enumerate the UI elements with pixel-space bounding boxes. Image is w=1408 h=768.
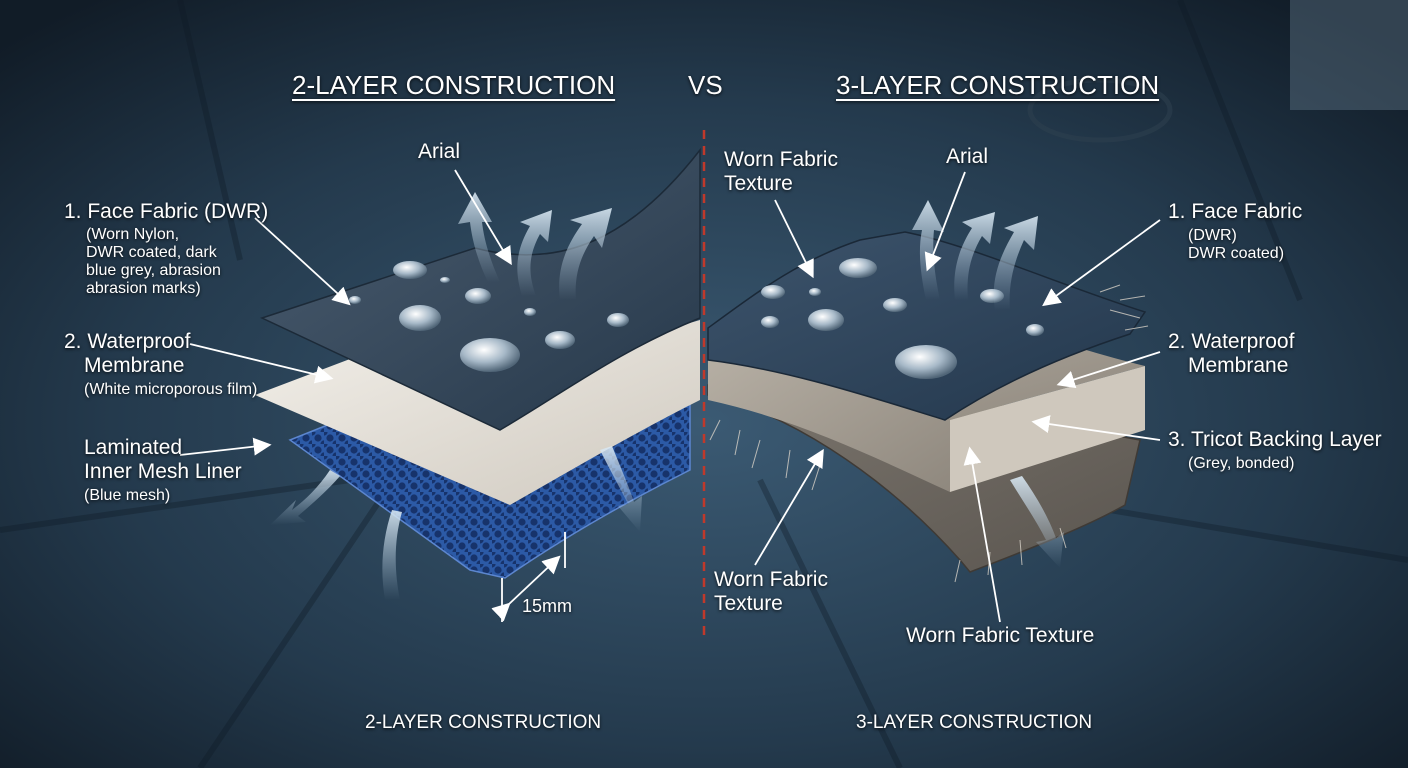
right-face-fabric-title: 1. Face Fabric bbox=[1168, 200, 1303, 223]
right-worn-top-1: Worn Fabric bbox=[724, 148, 838, 171]
leader-arial-left bbox=[454, 169, 512, 266]
right-worn-top-callout: Worn Fabric Texture bbox=[724, 148, 838, 196]
leader-membrane-left bbox=[189, 343, 334, 384]
left-mesh-title-1: Laminated bbox=[84, 436, 183, 459]
breathability-arrows-left bbox=[270, 192, 642, 600]
left-membrane-callout: 2. Waterproof Membrane (White microporou… bbox=[64, 330, 257, 399]
left-membrane-title-1: 2. Waterproof bbox=[64, 330, 191, 353]
right-construction-title: 3-LAYER CONSTRUCTION bbox=[836, 70, 1160, 100]
left-face-fabric-detail-3: blue grey, abrasion bbox=[86, 262, 221, 279]
leader-worn-mid bbox=[754, 448, 824, 566]
right-worn-mid-2: Texture bbox=[714, 592, 783, 615]
right-tricot-callout: 3. Tricot Backing Layer (Grey, bonded) bbox=[1168, 428, 1382, 473]
left-face-fabric-detail-4: abrasion marks) bbox=[86, 280, 201, 297]
left-face-fabric-detail-1: (Worn Nylon, bbox=[86, 226, 180, 243]
left-face-fabric-callout: 1. Face Fabric (DWR) (Worn Nylon, DWR co… bbox=[64, 200, 268, 298]
left-face-fabric-title: 1. Face Fabric (DWR) bbox=[64, 200, 269, 223]
left-footer-label: 2-LAYER CONSTRUCTION bbox=[365, 712, 602, 733]
right-face-fabric-detail-1: (DWR) bbox=[1188, 227, 1237, 244]
coiled-rope bbox=[1027, 77, 1173, 143]
face-fabric-layer-right bbox=[707, 231, 1147, 421]
right-tricot-title: 3. Tricot Backing Layer bbox=[1168, 428, 1382, 451]
leader-face-fabric-left bbox=[254, 217, 351, 306]
left-arial-label: Arial bbox=[418, 140, 461, 163]
right-layer-stack bbox=[707, 200, 1149, 583]
left-mesh-callout: Laminated Inner Mesh Liner (Blue mesh) bbox=[84, 436, 242, 505]
left-membrane-detail: (White microporous film) bbox=[84, 381, 258, 398]
right-worn-mid-1: Worn Fabric bbox=[714, 568, 828, 591]
deck-box bbox=[1290, 0, 1408, 110]
breathability-arrows-right bbox=[912, 200, 1064, 568]
leader-worn-bottom bbox=[963, 446, 1001, 623]
membrane-layer-right-edge bbox=[708, 340, 950, 492]
left-mesh-title-2: Inner Mesh Liner bbox=[84, 460, 242, 483]
right-membrane-title-1: 2. Waterproof bbox=[1168, 330, 1295, 353]
dimension-label: 15mm bbox=[522, 596, 573, 616]
right-worn-bottom-label: Worn Fabric Texture bbox=[906, 624, 1095, 647]
right-face-fabric-detail-2: DWR coated) bbox=[1188, 245, 1285, 262]
leader-arial-right bbox=[924, 171, 966, 272]
left-membrane-title-2: Membrane bbox=[84, 354, 185, 377]
leader-lines-right bbox=[754, 171, 1161, 623]
left-construction-title: 2-LAYER CONSTRUCTION bbox=[292, 70, 616, 100]
dimension-arrow bbox=[491, 555, 561, 622]
leader-worn-top bbox=[774, 199, 814, 279]
right-membrane-callout: 2. Waterproof Membrane bbox=[1168, 330, 1294, 378]
right-tricot-detail: (Grey, bonded) bbox=[1188, 455, 1295, 472]
right-membrane-title-2: Membrane bbox=[1188, 354, 1289, 377]
left-layer-stack bbox=[255, 147, 701, 600]
right-footer-label: 3-LAYER CONSTRUCTION bbox=[856, 712, 1093, 733]
leader-mesh-left bbox=[179, 437, 272, 456]
left-face-fabric-detail-2: DWR coated, dark bbox=[86, 244, 217, 261]
leader-membrane-right bbox=[1056, 351, 1161, 389]
vs-label: VS bbox=[688, 70, 723, 100]
water-droplets-right bbox=[761, 258, 1044, 379]
leader-face-fabric-right bbox=[1042, 219, 1161, 307]
right-face-fabric-callout: 1. Face Fabric (DWR) DWR coated) bbox=[1168, 200, 1302, 263]
leader-tricot bbox=[1031, 415, 1161, 441]
left-mesh-detail: (Blue mesh) bbox=[84, 487, 171, 504]
right-worn-top-2: Texture bbox=[724, 172, 793, 195]
right-worn-mid-callout: Worn Fabric Texture bbox=[714, 568, 828, 616]
right-arial-label: Arial bbox=[946, 145, 989, 168]
leader-lines-left bbox=[179, 169, 566, 622]
water-droplets-left bbox=[349, 261, 629, 372]
